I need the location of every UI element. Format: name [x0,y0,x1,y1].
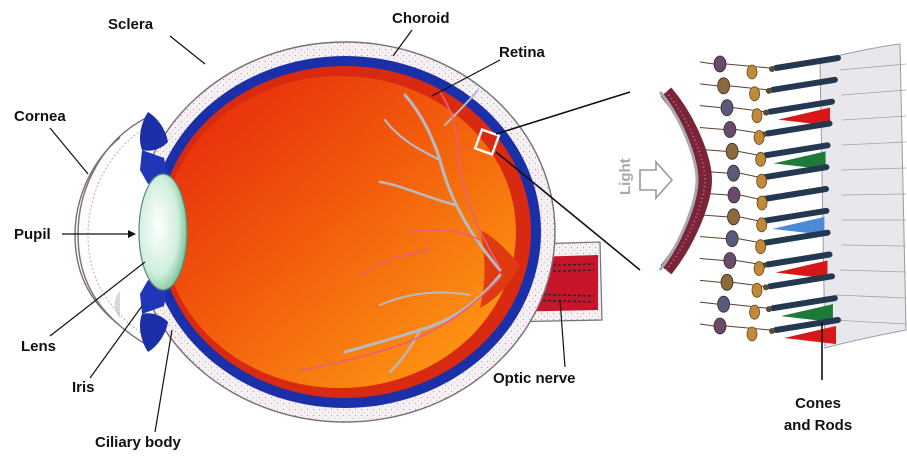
bipolar-cell [750,87,760,101]
leader-cornea [50,128,88,174]
bipolar-cell [750,305,760,319]
label-ciliary-body: Ciliary body [95,434,182,451]
label-retina: Retina [499,44,546,61]
axon [740,217,759,221]
ganglion-cell [718,296,730,312]
rod-nucleus [763,284,769,290]
dendrite [700,128,724,130]
label-cones: Cones [795,395,841,412]
bipolar-cell [752,109,762,123]
bipolar-cell [757,196,767,210]
bipolar-cell [754,131,764,145]
axon [730,86,767,90]
bipolar-cell [756,240,766,254]
bipolar-cell [747,65,757,79]
axon [730,304,767,308]
retina-cross-section [640,44,906,348]
pigment-epithelium [820,44,906,348]
label-iris: Iris [72,379,95,396]
rod-cell [764,167,826,177]
label-choroid: Choroid [392,10,450,27]
bipolar-cell [757,218,767,232]
ganglion-cell [721,100,733,116]
label-cornea: Cornea [14,108,66,125]
bipolar-cell [752,283,762,297]
rod-nucleus [766,88,772,94]
ganglion-cell [714,56,726,72]
ganglion-cell [726,143,738,159]
dendrite [700,84,718,86]
leader-ciliary-body [155,330,172,432]
label-sclera: Sclera [108,16,154,33]
dendrite [700,62,714,64]
vitreous-body [164,76,516,388]
axon [738,151,759,155]
label-pupil: Pupil [14,226,51,243]
rod-nucleus [769,328,775,334]
ganglion-cell [728,165,740,181]
ganglion-cell [718,78,730,94]
ganglion-cell [728,209,740,225]
zoom-line-top [496,92,630,134]
axon [740,173,759,177]
rod-cell [770,276,832,286]
label-lens: Lens [21,338,56,355]
rod-cell [764,189,826,199]
bipolar-cell [757,174,767,188]
dendrite [700,324,714,326]
lens [139,174,187,290]
neural-cell-layers [700,56,770,341]
label-optic-nerve: Optic nerve [493,370,576,387]
rod-nucleus [769,66,775,72]
leader-sclera [170,36,205,64]
label-and-rods: and Rods [784,417,852,434]
axon [738,239,759,243]
eyeball [75,42,602,422]
label-light: Light [617,158,634,195]
bipolar-cell [754,262,764,276]
dendrite [700,280,721,282]
light-arrow-icon [640,162,672,198]
ganglion-cell [724,122,736,138]
ganglion-cell [721,274,733,290]
ganglion-cell [728,187,740,203]
rod-cell [766,233,828,243]
ganglion-cell [726,231,738,247]
rod-nucleus [763,110,769,116]
rod-cell [768,124,830,134]
bipolar-cell [756,152,766,166]
dendrite [700,259,724,261]
ganglion-cell [724,253,736,269]
axon [740,195,758,199]
rod-nucleus [766,306,772,312]
dendrite [700,106,721,108]
dendrite [700,237,726,239]
dendrite [700,302,718,304]
bipolar-cell [747,327,757,341]
ganglion-cell [714,318,726,334]
